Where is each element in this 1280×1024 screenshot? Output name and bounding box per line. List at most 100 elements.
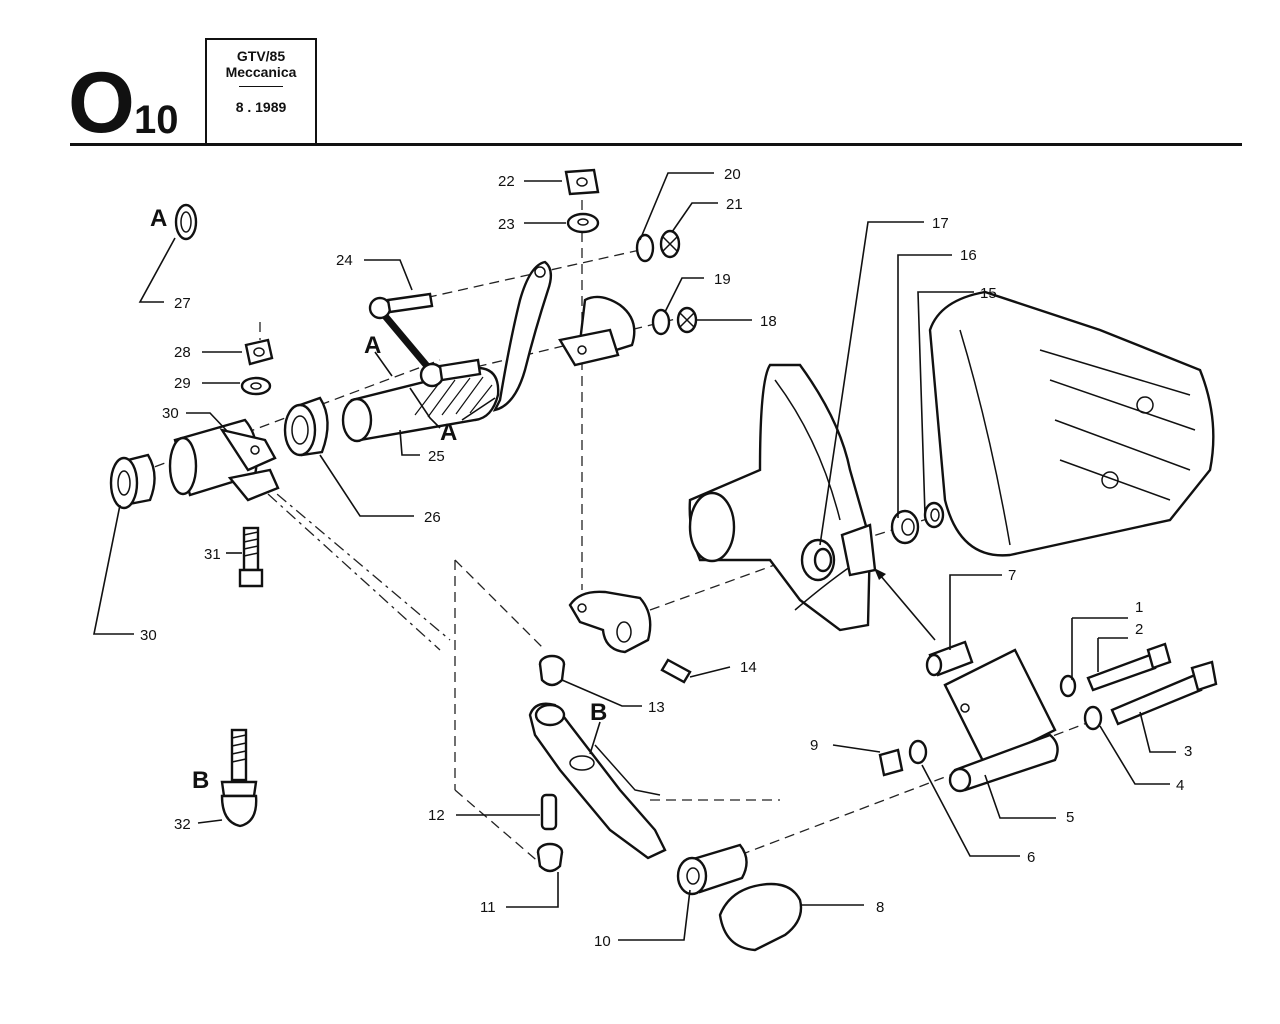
shaft-25-body (350, 366, 500, 442)
assembly-line-bracket-lever (257, 477, 451, 641)
leader-25 (399, 429, 420, 456)
part-16-outer (890, 509, 920, 545)
pivot-bracket (558, 295, 636, 367)
housing-arrow (874, 568, 936, 641)
assembly-line-11 (454, 789, 549, 871)
link-24-bolt-bottom (438, 358, 482, 382)
detail-markers: A A A B B (150, 205, 607, 794)
link-24-rod (377, 307, 435, 375)
part-27-ring (174, 203, 198, 241)
upper-arm-plate (492, 260, 553, 412)
callout-19: 19 (714, 271, 731, 288)
callout-27: 27 (174, 295, 191, 312)
info-divider (239, 86, 283, 87)
part-28-nut (244, 338, 274, 366)
callout-8: 8 (876, 899, 884, 916)
callout-30a: 30 (162, 405, 179, 422)
nut-22-body (564, 168, 600, 196)
leader-19 (664, 277, 704, 313)
callout-10: 10 (594, 933, 611, 950)
marker-b-bolt: B (192, 767, 209, 794)
part-13-bushing (538, 654, 566, 687)
part-15-outer (923, 501, 945, 529)
callout-3: 3 (1184, 743, 1192, 760)
bracket-30-tube-end (168, 436, 198, 496)
callout-6: 6 (1027, 849, 1035, 866)
gearbox-housing (928, 290, 1215, 557)
callout-22: 22 (498, 173, 515, 190)
leader-27 (138, 237, 176, 303)
part-15-inner (930, 508, 940, 522)
ring-27-inner (180, 211, 192, 233)
callout-4: 4 (1176, 777, 1184, 794)
callout-12: 12 (428, 807, 445, 824)
part-19-washer (651, 308, 671, 336)
assembly-line-24 (379, 249, 641, 309)
clamp-block (568, 590, 652, 654)
bolt-32-ball (220, 794, 258, 828)
part-31-bolt (238, 526, 264, 588)
callout-16: 16 (960, 247, 977, 264)
section-code: O 10 (68, 58, 179, 148)
washer-23-outer (566, 212, 600, 234)
bolt-32-thread (231, 734, 247, 763)
clamp-block-hole (577, 603, 587, 613)
callout-31: 31 (204, 546, 221, 563)
part-30-bracket (168, 418, 280, 502)
housing-arrow-line (879, 574, 936, 641)
gearbox-bolt-hole-2 (1101, 471, 1119, 489)
callout-23: 23 (498, 216, 515, 233)
callout-18: 18 (760, 313, 777, 330)
joint-10-hole (686, 867, 700, 885)
callout-26: 26 (424, 509, 441, 526)
callout-30b: 30 (140, 627, 157, 644)
leader-2 (1097, 637, 1128, 672)
washer-4 (1083, 705, 1103, 731)
bell-housing (688, 363, 877, 632)
callout-5: 5 (1066, 809, 1074, 826)
leader-3 (1139, 711, 1176, 753)
header-rule (70, 143, 1242, 146)
callout-32: 32 (174, 816, 191, 833)
leader-32 (197, 819, 223, 824)
washer-23-inner (577, 218, 589, 226)
part-16-inner (901, 518, 915, 536)
part-2-bolt (1086, 642, 1172, 692)
leader-10 (618, 889, 691, 941)
leader-15 (917, 291, 974, 516)
leader-lines (93, 172, 1176, 941)
pin-14 (660, 658, 692, 684)
part-3-bolt (1110, 660, 1218, 726)
part-12-spring (540, 793, 558, 831)
shaft-25-end (341, 397, 373, 443)
marker-a-mid: A (364, 332, 381, 359)
bushing-7-end (925, 653, 943, 677)
part-17-inner (813, 547, 833, 573)
bushing-13-body (538, 663, 566, 687)
boot-8 (718, 882, 803, 952)
leader-9 (832, 744, 881, 753)
lower-lever-hole (569, 755, 595, 771)
part-4-washer (1083, 705, 1103, 731)
bushing-30-bore (117, 470, 131, 496)
bushing-26-bore (291, 415, 309, 445)
leader-26 (319, 454, 414, 517)
bolt-31-thread (243, 531, 259, 557)
lower-lever-eye (534, 703, 566, 727)
callout-9: 9 (810, 737, 818, 754)
marker-b-lever: B (590, 699, 607, 726)
nut-28-body (244, 338, 274, 366)
leader-a-mid (409, 387, 441, 429)
upper-arm-hole (534, 266, 546, 278)
bolt-31-head (238, 568, 264, 588)
bolt-2-head (1146, 642, 1172, 670)
ring-27-outer (174, 203, 198, 241)
callout-29: 29 (174, 375, 191, 392)
part-21-washer (659, 229, 681, 259)
washer-29-outer (240, 376, 272, 396)
leader-21 (671, 202, 718, 233)
part-30-bushing (109, 453, 156, 510)
lower-shift-lever (528, 702, 667, 860)
part-22-nut (564, 168, 600, 196)
